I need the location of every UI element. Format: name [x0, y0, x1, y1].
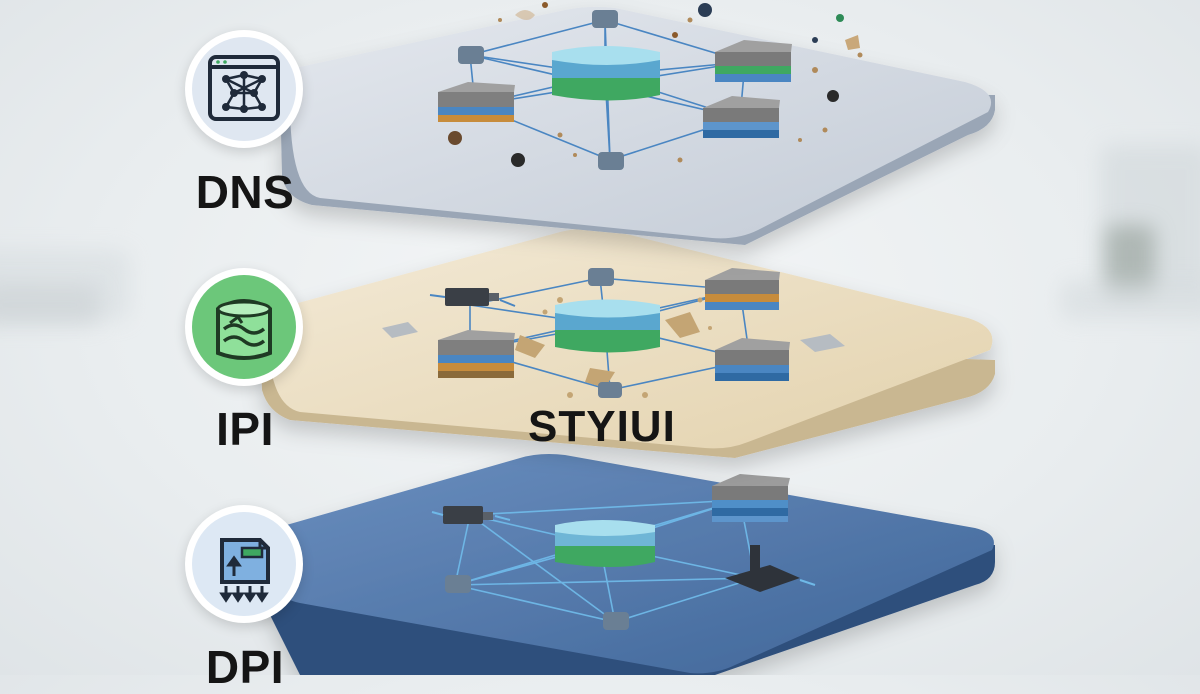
layer-icon-dpi	[185, 505, 303, 623]
chip-ipi-left	[429, 288, 516, 307]
server-stack-ipi-left	[438, 330, 515, 378]
server-stack-ipi-right-top	[705, 268, 780, 310]
background-blur-base-left	[0, 285, 100, 325]
server-stack-dns-center	[552, 46, 660, 101]
server-stack-dns-left	[438, 82, 515, 122]
server-stack-dns-right-bottom	[703, 96, 780, 138]
layer-icon-ipi	[185, 268, 303, 386]
chip-dpi-right	[725, 545, 816, 592]
layered-network-diagram	[250, 2, 995, 675]
server-stack-ipi-center	[555, 299, 660, 353]
layer-label-dns: DNS	[195, 166, 295, 218]
platform-center-label-ipi: STYIUI	[528, 402, 676, 451]
loose-tiles-ipi	[382, 322, 845, 352]
debris-particles-dns	[448, 2, 863, 167]
network-nodes-ipi	[588, 268, 622, 398]
layer-label-ipi: IPI	[216, 403, 274, 455]
inspection-box-icon	[219, 538, 270, 603]
layer-label-dpi: DPI	[205, 641, 285, 693]
filter-tank-icon	[216, 299, 272, 360]
server-stack-ipi-right-bottom	[715, 338, 790, 381]
layer-icon-dns	[185, 30, 303, 148]
platform-dns	[280, 6, 995, 245]
server-stack-dns-right-top	[715, 40, 792, 82]
chip-dpi-left	[431, 506, 511, 524]
server-stack-dpi-right	[712, 474, 790, 522]
network-nodes-dpi	[445, 575, 629, 630]
crack-debris-ipi	[515, 297, 712, 398]
server-stack-dpi-center	[555, 520, 655, 567]
network-nodes-dns	[458, 10, 624, 170]
network-globe-icon	[208, 55, 280, 121]
background-blur-shelf-right	[1060, 280, 1200, 320]
